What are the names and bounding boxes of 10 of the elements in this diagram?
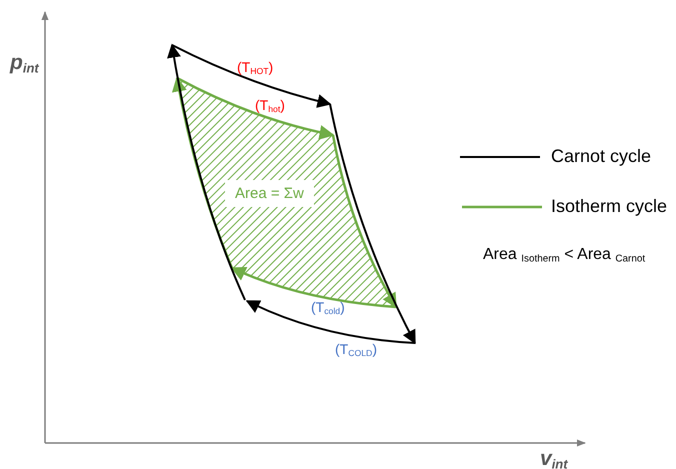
isotherm-label: (T$_{hot}$) [255, 98, 285, 114]
legend-label: Carnot cycle [551, 147, 652, 165]
area-label: Area = Σw [225, 180, 314, 207]
axis-label: v$_{int}$ [540, 448, 568, 469]
legend-label: Isotherm cycle [551, 197, 668, 215]
axis-label: p$_{int}$ [10, 52, 39, 74]
isotherm-label: (T$_{cold}$) [311, 300, 345, 316]
isotherm-label: (T$_{COLD}$) [335, 342, 377, 358]
area-comparison-note: Area $_{Isotherm}$ < Area $_{Carnot}$ [483, 247, 646, 264]
isotherm-label: (T$_{HOT}$) [237, 60, 274, 76]
